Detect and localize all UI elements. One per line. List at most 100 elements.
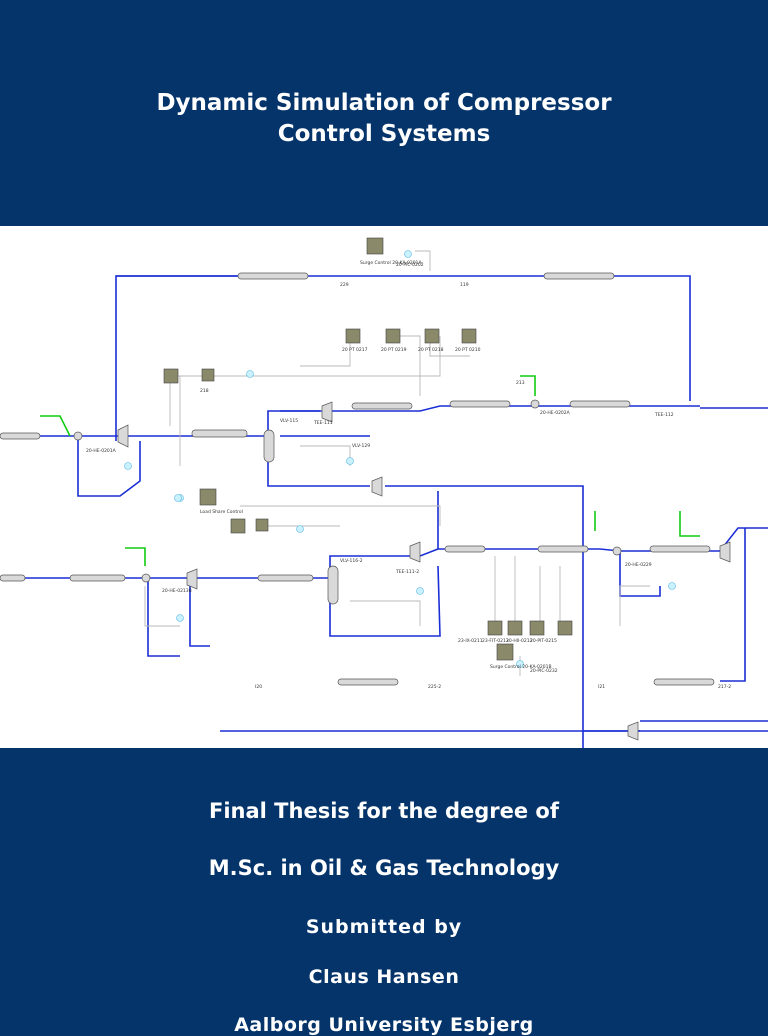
mixer-3 [141,573,151,583]
label-pic-b: 20-PIC-0232 [530,668,558,674]
hx-lower-d [444,545,486,553]
diagram-labels: Surge Control 20-KA-0201A 20-PIC-0202 22… [86,260,731,690]
label-225: 225-2 [428,684,441,690]
pt-block-4 [461,328,477,344]
cover-title: Dynamic Simulation of Compressor Control… [0,88,768,150]
title-line-2: Control Systems [277,121,491,147]
surge-control-icon-b [496,643,514,661]
indicator-11 [174,494,182,502]
label-pic-a: 20-PIC-0202 [396,262,424,268]
hx-bottom-b [653,678,715,686]
label-i21: I21 [598,684,605,690]
hx-lower-f [649,545,711,553]
label-pt0218: 20 PT 0218 [418,347,444,353]
label-vlv3: VLV-116-2 [340,558,363,564]
label-vlv1: VLV-115 [280,418,298,424]
pt-block-3 [424,328,440,344]
indicator-5 [296,525,304,533]
mixer-2 [530,399,540,409]
compressors [73,399,731,741]
label-119: 119 [460,282,469,288]
compressor-6 [719,541,731,563]
label-ser1: 23-IX-0211 [458,638,483,644]
indicator-9 [516,660,524,668]
signal-lines [144,250,650,676]
label-229: 229 [340,282,349,288]
tr-block-3 [230,518,246,534]
indicator-3 [124,462,132,470]
label-ser2: 23-FIT-0213 [482,638,509,644]
indicator-2 [246,370,254,378]
label-pt0217: 20 PT 0217 [342,347,368,353]
hx-lower-left [0,574,26,582]
author-name: Claus Hansen [308,966,460,988]
separator-vessel [263,429,275,463]
hx-bottom-a [337,678,399,686]
tr-block-1 [163,368,179,384]
separator-vessel-2 [327,565,339,605]
tr-block-4 [255,518,269,532]
label-hx4: 20-HE-0213B [162,588,192,594]
label-surge-ctrl-a: Surge Control 20-KA-0201A [360,260,423,266]
process-pipes [0,275,768,748]
hx-lower-e [537,545,589,553]
label-213: 213 [516,380,525,386]
compressor-1 [117,424,129,448]
mixer-1 [73,431,83,441]
controller-blocks [124,237,676,668]
label-218: 218 [200,388,209,394]
indicator-10 [668,582,676,590]
label-ser3: 20-HII-0212 [506,638,533,644]
label-vlv2: VLV-129 [352,443,370,449]
compressor-2 [321,401,333,423]
label-load-share: Load Share Control [200,509,243,515]
load-share-icon [199,488,217,506]
compressor-4 [409,541,421,563]
label-hx2: 20-HE-0202A [540,410,571,416]
thesis-line: Final Thesis for the degree of [209,799,559,823]
hx-lower-b [69,574,126,582]
label-pt0219: 20 PT 0219 [381,347,407,353]
label-i20: I20 [255,684,262,690]
heat-exchangers [0,272,715,686]
label-pt0210: 20 PT 0210 [455,347,481,353]
hx-mid-c [569,400,631,408]
process-flow-diagram: Surge Control 20-KA-0201A 20-PIC-0202 22… [0,226,768,748]
ser-block-1 [487,620,503,636]
pt-block-1 [345,328,361,344]
indicator-8 [416,587,424,595]
hx-mid-a [351,402,413,410]
pt-block-2 [385,328,401,344]
ser-block-2 [507,620,523,636]
institution-name: Aalborg University Esbjerg [234,1014,534,1036]
submitted-label: Submitted by [305,916,463,938]
mixer-4 [612,546,622,556]
label-te2: TEE-112 [654,412,674,418]
label-surge-ctrl-b: Surge Control 20-KA-0201B [490,664,552,670]
hx-lower-c [257,574,314,582]
hx-left [0,432,41,440]
label-hx3: 20-HE-0229 [625,562,652,568]
feed-lines [40,375,700,566]
surge-control-icon [366,237,384,255]
ser-block-4 [557,620,573,636]
label-te1: TEE-111 [313,420,333,426]
compressor-7 [627,721,639,741]
indicator-7 [346,457,354,465]
hx-top-right [543,272,615,280]
compressor-5 [186,568,198,590]
indicator-1 [404,250,412,258]
title-line-1: Dynamic Simulation of Compressor [156,90,612,116]
compressor-3 [371,476,383,497]
indicator-6 [176,614,184,622]
label-te3: TEE-111-2 [395,569,419,575]
tr-block-2 [201,368,215,382]
hx-mid-left [191,429,248,438]
hx-top-left [237,272,309,280]
ser-block-3 [529,620,545,636]
degree-line: M.Sc. in Oil & Gas Technology [208,856,560,880]
label-ser4: 20-PIT-0215 [530,638,557,644]
hx-mid-b [449,400,511,408]
label-217: 217-2 [718,684,731,690]
label-hx1: 20-HE-0201A [86,448,117,454]
